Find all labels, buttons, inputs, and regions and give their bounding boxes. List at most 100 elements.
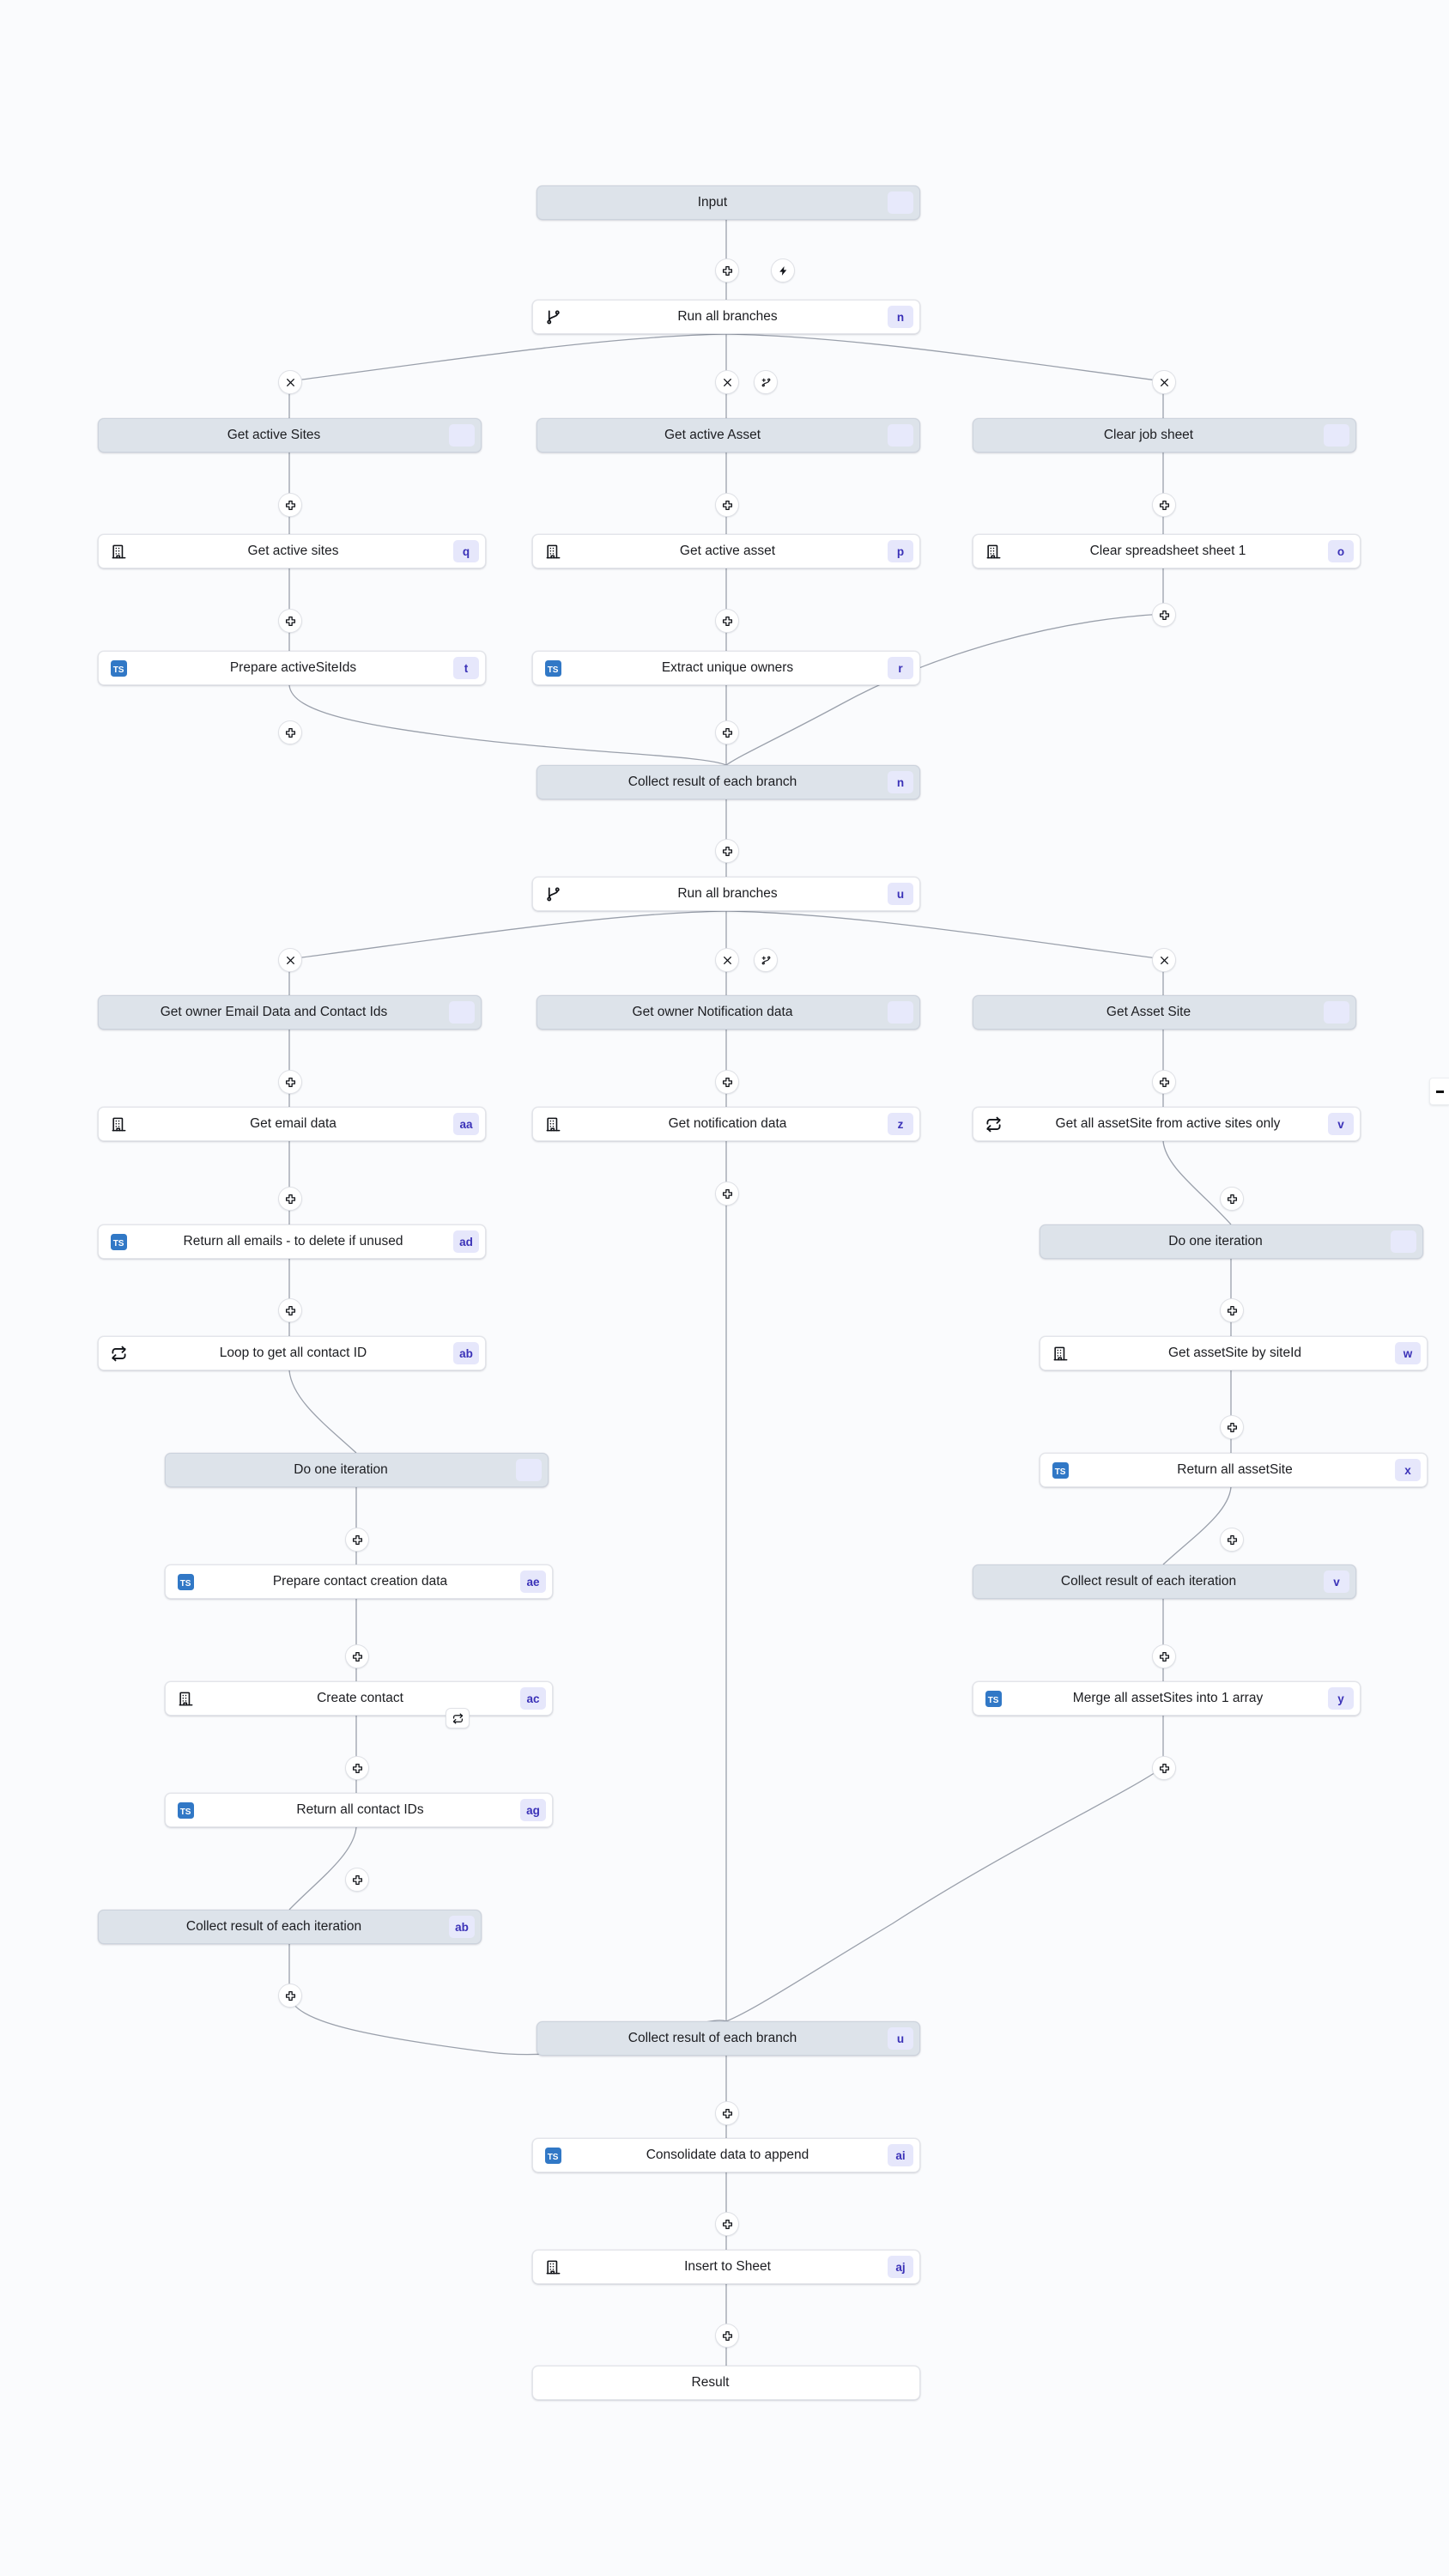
node-badge[interactable]: ab bbox=[453, 1342, 479, 1364]
edge-handle-plus-icon[interactable] bbox=[715, 2324, 739, 2348]
right-edge-stub[interactable] bbox=[1429, 1078, 1449, 1105]
node-badge[interactable]: u bbox=[888, 883, 913, 905]
edge-handle-plus-icon[interactable] bbox=[715, 493, 739, 517]
node-badge[interactable]: z bbox=[888, 1113, 913, 1135]
edge-handle-plus-icon[interactable] bbox=[715, 2212, 739, 2236]
node-badge[interactable] bbox=[888, 2372, 913, 2394]
workflow-node-grp-notif[interactable]: Get owner Notification data bbox=[537, 995, 920, 1030]
edge-handle-close-icon[interactable] bbox=[1152, 370, 1176, 394]
edge-handle-plus-icon[interactable] bbox=[1152, 1644, 1176, 1668]
edge-handle-plus-icon[interactable] bbox=[715, 609, 739, 633]
edge-handle-plus-icon[interactable] bbox=[345, 1528, 369, 1552]
edge-handle-add-branch-icon[interactable] bbox=[754, 948, 778, 972]
edge-handle-plus-icon[interactable] bbox=[1152, 1070, 1176, 1094]
node-badge[interactable]: o bbox=[1328, 540, 1354, 562]
node-badge[interactable]: y bbox=[1328, 1687, 1354, 1710]
edge-handle-plus-icon[interactable] bbox=[278, 720, 302, 744]
edge-handle-plus-icon[interactable] bbox=[1152, 493, 1176, 517]
edge-handle-plus-icon[interactable] bbox=[715, 1070, 739, 1094]
node-badge[interactable]: x bbox=[1395, 1459, 1421, 1481]
edge-handle-bolt-icon[interactable] bbox=[771, 258, 795, 283]
node-badge[interactable]: p bbox=[888, 540, 913, 562]
workflow-node-grp-asset[interactable]: Get active Asset bbox=[537, 418, 920, 453]
edge-handle-plus-icon[interactable] bbox=[345, 1756, 369, 1780]
node-badge[interactable]: n bbox=[888, 306, 913, 328]
node-badge[interactable] bbox=[516, 1459, 542, 1481]
node-badge[interactable]: ag bbox=[520, 1799, 546, 1821]
edge-handle-plus-icon[interactable] bbox=[715, 839, 739, 863]
node-badge[interactable]: ae bbox=[520, 1571, 546, 1593]
workflow-node-result[interactable]: Result bbox=[532, 2366, 920, 2400]
edge-handle-plus-icon[interactable] bbox=[278, 1187, 302, 1211]
edge-handle-plus-icon[interactable] bbox=[278, 1070, 302, 1094]
edge-handle-plus-icon[interactable] bbox=[1220, 1298, 1244, 1322]
node-badge[interactable]: ab bbox=[449, 1916, 475, 1938]
workflow-node-grp-iter-l[interactable]: Do one iteration bbox=[165, 1453, 549, 1487]
node-badge[interactable]: t bbox=[453, 657, 479, 679]
edge-handle-plus-icon[interactable] bbox=[278, 493, 302, 517]
node-badge[interactable]: r bbox=[888, 657, 913, 679]
edge-handle-close-icon[interactable] bbox=[278, 370, 302, 394]
node-badge[interactable] bbox=[1324, 1001, 1349, 1024]
workflow-node-n-v[interactable]: Get all assetSite from active sites only… bbox=[973, 1107, 1361, 1141]
edge-handle-plus-icon[interactable] bbox=[1220, 1187, 1244, 1211]
edge-handle-plus-icon[interactable] bbox=[345, 1868, 369, 1892]
edge-handle-plus-icon[interactable] bbox=[1220, 1528, 1244, 1552]
node-badge[interactable] bbox=[1391, 1230, 1416, 1253]
workflow-node-input[interactable]: Input bbox=[537, 185, 920, 220]
node-badge[interactable] bbox=[888, 191, 913, 214]
edge-handle-plus-icon[interactable] bbox=[715, 2101, 739, 2125]
workflow-node-grp-email[interactable]: Get owner Email Data and Contact Ids bbox=[98, 995, 482, 1030]
edge-handle-plus-icon[interactable] bbox=[715, 1182, 739, 1206]
node-badge[interactable]: ac bbox=[520, 1687, 546, 1710]
edge-handle-plus-icon[interactable] bbox=[715, 720, 739, 744]
node-corner-loop-icon[interactable] bbox=[446, 1708, 470, 1728]
edge-handle-plus-icon[interactable] bbox=[715, 258, 739, 283]
edge-handle-close-icon[interactable] bbox=[278, 948, 302, 972]
edge-handle-close-icon[interactable] bbox=[1152, 948, 1176, 972]
workflow-node-grp-job[interactable]: Clear job sheet bbox=[973, 418, 1356, 453]
node-badge[interactable]: v bbox=[1324, 1571, 1349, 1593]
node-badge[interactable] bbox=[449, 1001, 475, 1024]
edge-handle-plus-icon[interactable] bbox=[278, 609, 302, 633]
node-badge[interactable]: u bbox=[888, 2027, 913, 2050]
node-badge[interactable] bbox=[888, 1001, 913, 1024]
node-badge[interactable]: q bbox=[453, 540, 479, 562]
node-badge[interactable] bbox=[449, 424, 475, 447]
workflow-node-grp-sites[interactable]: Get active Sites bbox=[98, 418, 482, 453]
node-badge[interactable]: ai bbox=[888, 2144, 913, 2166]
edge-handle-close-icon[interactable] bbox=[715, 370, 739, 394]
node-badge[interactable] bbox=[1324, 424, 1349, 447]
edge-handle-close-icon[interactable] bbox=[715, 948, 739, 972]
node-badge[interactable]: ad bbox=[453, 1230, 479, 1253]
edge-handle-plus-icon[interactable] bbox=[1152, 603, 1176, 627]
edge-handle-plus-icon[interactable] bbox=[278, 1298, 302, 1322]
edge-handle-add-branch-icon[interactable] bbox=[754, 370, 778, 394]
node-badge[interactable] bbox=[888, 424, 913, 447]
edge-handle-plus-icon[interactable] bbox=[345, 1644, 369, 1668]
edge-handle-plus-icon[interactable] bbox=[278, 1984, 302, 2008]
workflow-node-grp-asite[interactable]: Get Asset Site bbox=[973, 995, 1356, 1030]
node-badge[interactable]: aa bbox=[453, 1113, 479, 1135]
